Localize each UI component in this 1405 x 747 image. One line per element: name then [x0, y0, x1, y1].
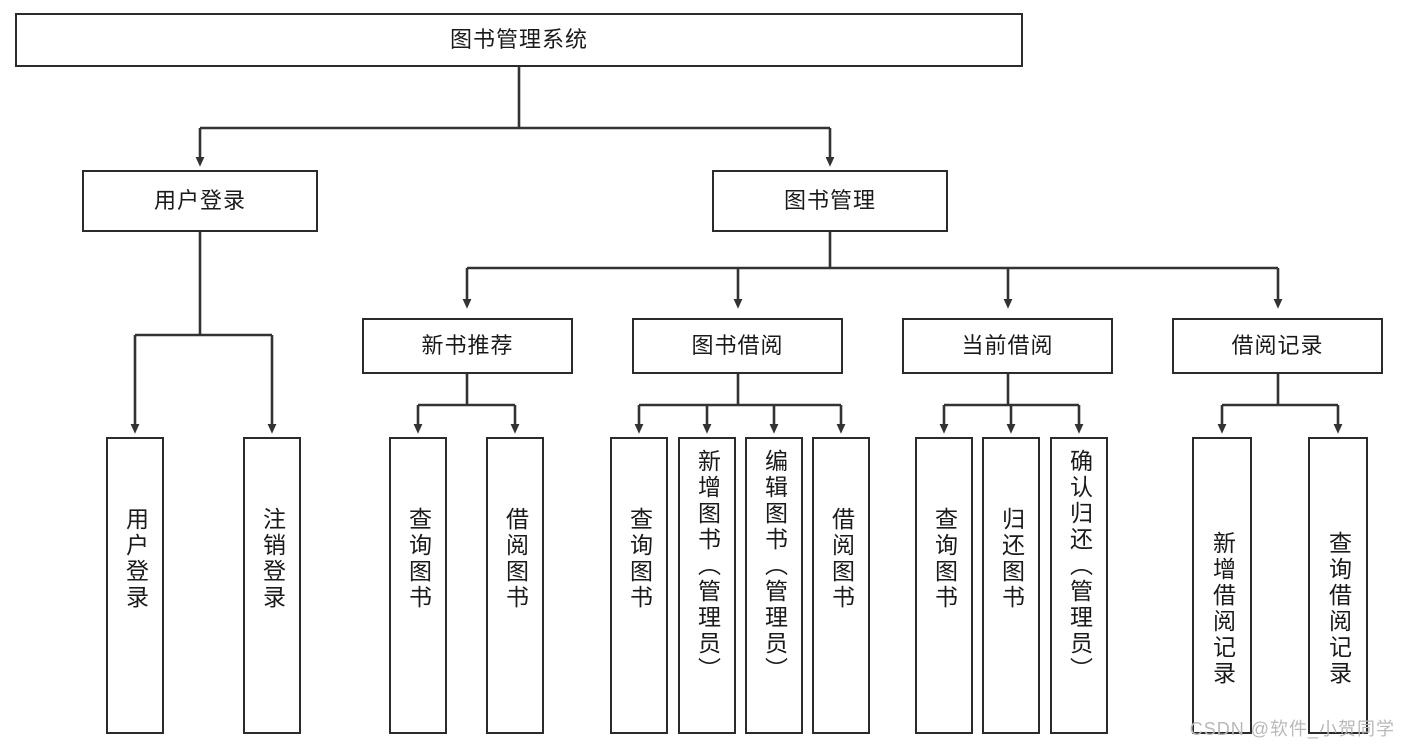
node-label: 查询借阅记录	[1325, 531, 1352, 687]
node-label: 图书管理	[783, 187, 876, 213]
node-label: 查询图书	[405, 507, 432, 611]
node-leaf-user-login[interactable]: 用户登录	[106, 437, 164, 734]
node-leaf-borrow-book[interactable]: 借阅图书	[812, 437, 870, 734]
node-label: 新书推荐	[421, 332, 514, 358]
node-label: 查询图书	[931, 507, 958, 611]
node-label: 当前借阅	[961, 332, 1054, 358]
node-label: 确认归还（管理员）	[1066, 449, 1093, 683]
node-leaf-edit-book-admin[interactable]: 编辑图书（管理员）	[745, 437, 803, 734]
node-leaf-add-borrow-record[interactable]: 新增借阅记录	[1192, 437, 1252, 734]
node-user-login[interactable]: 用户登录	[82, 170, 318, 232]
node-leaf-borrow-book-recommend[interactable]: 借阅图书	[486, 437, 544, 734]
node-label: 编辑图书（管理员）	[761, 449, 788, 683]
node-label: 新增图书（管理员）	[694, 449, 721, 683]
node-label: 用户登录	[153, 187, 246, 213]
node-label: 归还图书	[998, 507, 1025, 611]
node-leaf-query-book-borrow[interactable]: 查询图书	[610, 437, 668, 734]
node-book-management[interactable]: 图书管理	[712, 170, 948, 232]
node-label: 查询图书	[626, 507, 653, 611]
node-label: 新增借阅记录	[1209, 531, 1236, 687]
node-leaf-logout[interactable]: 注销登录	[243, 437, 301, 734]
node-label: 借阅图书	[502, 507, 529, 611]
node-leaf-query-book-current[interactable]: 查询图书	[915, 437, 973, 734]
node-label: 借阅图书	[828, 507, 855, 611]
node-label: 用户登录	[122, 507, 149, 611]
node-label: 借阅记录	[1231, 332, 1324, 358]
node-new-book-recommend[interactable]: 新书推荐	[362, 318, 573, 374]
node-book-borrow[interactable]: 图书借阅	[632, 318, 843, 374]
node-leaf-add-book-admin[interactable]: 新增图书（管理员）	[678, 437, 736, 734]
node-leaf-return-book[interactable]: 归还图书	[982, 437, 1040, 734]
node-leaf-confirm-return-admin[interactable]: 确认归还（管理员）	[1050, 437, 1108, 734]
node-current-borrow[interactable]: 当前借阅	[902, 318, 1113, 374]
node-label: 注销登录	[259, 507, 286, 611]
node-root-system[interactable]: 图书管理系统	[15, 13, 1023, 67]
node-label: 图书借阅	[691, 332, 784, 358]
node-leaf-query-borrow-record[interactable]: 查询借阅记录	[1308, 437, 1368, 734]
node-leaf-query-book-recommend[interactable]: 查询图书	[389, 437, 447, 734]
node-borrow-record[interactable]: 借阅记录	[1172, 318, 1383, 374]
node-label: 图书管理系统	[449, 26, 588, 52]
